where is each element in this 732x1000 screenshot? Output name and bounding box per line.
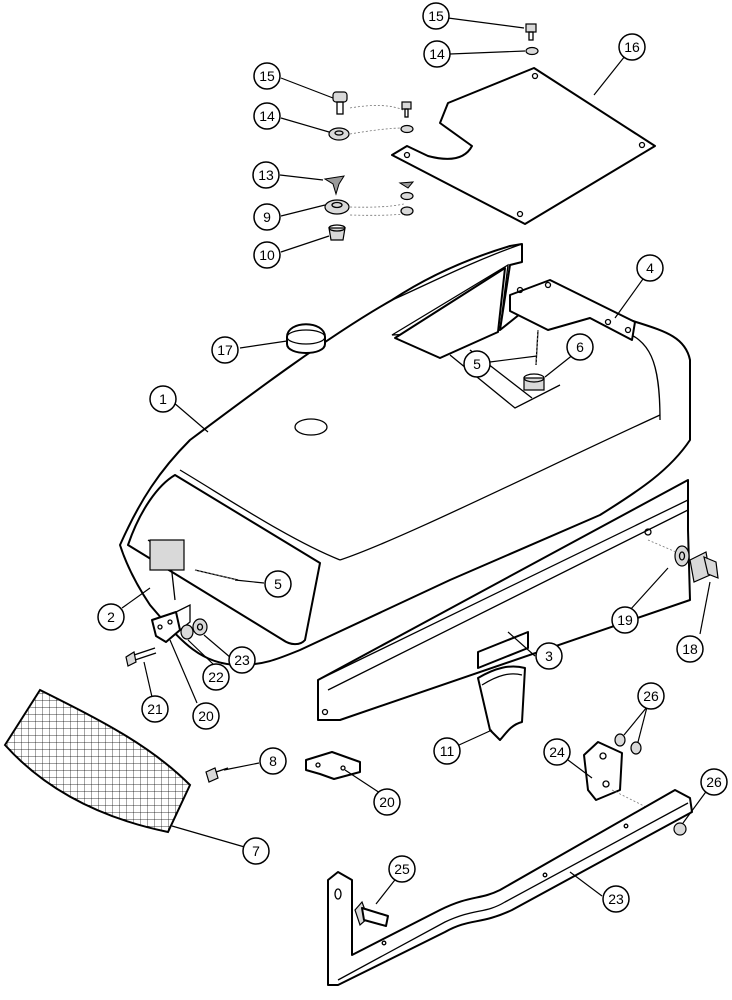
- callout-11: 11: [433, 737, 461, 765]
- svg-text:6: 6: [576, 339, 584, 355]
- callout-22: 22: [202, 663, 230, 691]
- callout-17: 17: [211, 336, 239, 364]
- callout-16: 16: [618, 33, 646, 61]
- svg-text:4: 4: [646, 260, 654, 276]
- callout-4: 4: [636, 254, 664, 282]
- svg-text:5: 5: [274, 576, 282, 592]
- screw-8: [205, 767, 229, 783]
- callout-7: 7: [242, 837, 270, 865]
- svg-text:26: 26: [706, 774, 722, 790]
- svg-text:14: 14: [259, 108, 275, 124]
- callout-3: 3: [535, 642, 563, 670]
- callout-23-front: 23: [228, 646, 256, 674]
- svg-text:13: 13: [258, 167, 274, 183]
- svg-text:21: 21: [147, 701, 163, 717]
- plate-24: [583, 741, 623, 801]
- bolt-25: [354, 900, 389, 927]
- washer-22: [180, 624, 194, 640]
- svg-text:2: 2: [107, 609, 115, 625]
- assembled-hardware-lower: [398, 181, 415, 216]
- svg-text:20: 20: [198, 708, 214, 724]
- callout-14-top: 14: [423, 40, 451, 68]
- nut-23-front: [192, 618, 208, 636]
- svg-text:11: 11: [440, 743, 455, 759]
- stud-5-front: [194, 569, 239, 581]
- bushing-10: [328, 224, 346, 241]
- leader-lines: [121, 17, 711, 905]
- svg-text:16: 16: [624, 39, 640, 55]
- assembled-hardware-upper: [400, 101, 414, 134]
- svg-text:19: 19: [617, 612, 633, 628]
- callout-6: 6: [566, 333, 594, 361]
- clip-11: [477, 665, 526, 741]
- callout-14-left: 14: [253, 102, 281, 130]
- svg-text:25: 25: [394, 861, 410, 877]
- callout-15-left: 15: [253, 62, 281, 90]
- svg-text:15: 15: [259, 68, 275, 84]
- knob-13: [323, 175, 346, 196]
- svg-text:10: 10: [259, 247, 275, 263]
- callout-25: 25: [388, 855, 416, 883]
- svg-text:23: 23: [234, 652, 250, 668]
- callout-2: 2: [97, 603, 125, 631]
- rail-23: [327, 789, 693, 986]
- skirt-panel-3: [317, 479, 691, 721]
- callout-26-upper: 26: [637, 682, 665, 710]
- callout-18: 18: [676, 635, 704, 663]
- cover-plate-16: [391, 67, 656, 225]
- callout-9: 9: [253, 203, 281, 231]
- svg-text:9: 9: [263, 209, 271, 225]
- washer-14-top: [525, 46, 539, 56]
- callout-8: 8: [259, 747, 287, 775]
- callout-20-lower: 20: [373, 788, 401, 816]
- svg-text:22: 22: [208, 669, 224, 685]
- svg-text:24: 24: [549, 744, 565, 760]
- callout-5-front: 5: [264, 570, 292, 598]
- callout-20-front: 20: [192, 702, 220, 730]
- grommet-9: [324, 199, 350, 215]
- nut-26-lower: [673, 822, 687, 836]
- washer-19: [674, 545, 690, 567]
- callout-10: 10: [253, 241, 281, 269]
- bracket-20-lower: [305, 751, 361, 780]
- callout-1: 1: [149, 385, 177, 413]
- callout-5-top: 5: [463, 350, 491, 378]
- cap-17: [286, 323, 326, 354]
- callout-19: 19: [611, 606, 639, 634]
- grille-7: [3, 688, 192, 834]
- washer-14-left: [328, 127, 350, 141]
- nuts-26-upper: [614, 733, 642, 755]
- callout-26-lower: 26: [700, 768, 728, 796]
- bolt-21: [125, 647, 157, 667]
- callout-15-top: 15: [422, 2, 450, 30]
- svg-text:17: 17: [217, 342, 233, 358]
- nut-6: [523, 373, 545, 391]
- screw-15-left: [332, 91, 348, 115]
- callout-21: 21: [141, 695, 169, 723]
- callouts: 15 14 16 15 14 13 9 10 4 17 5 6 1 5 2 19…: [97, 2, 728, 913]
- svg-text:23: 23: [608, 891, 624, 907]
- svg-text:26: 26: [643, 688, 659, 704]
- svg-text:3: 3: [545, 648, 553, 664]
- stud-5-top: [535, 329, 539, 366]
- svg-text:20: 20: [379, 794, 395, 810]
- bracket-4: [509, 279, 636, 341]
- svg-text:5: 5: [473, 356, 481, 372]
- svg-text:15: 15: [428, 8, 444, 24]
- bolt-18: [689, 551, 719, 583]
- svg-text:18: 18: [682, 641, 698, 657]
- svg-text:8: 8: [269, 753, 277, 769]
- screw-15-top: [525, 23, 537, 41]
- svg-text:1: 1: [159, 391, 167, 407]
- callout-23-lower: 23: [602, 885, 630, 913]
- svg-text:14: 14: [429, 46, 445, 62]
- callout-24: 24: [543, 738, 571, 766]
- callout-13: 13: [252, 161, 280, 189]
- svg-text:7: 7: [252, 843, 260, 859]
